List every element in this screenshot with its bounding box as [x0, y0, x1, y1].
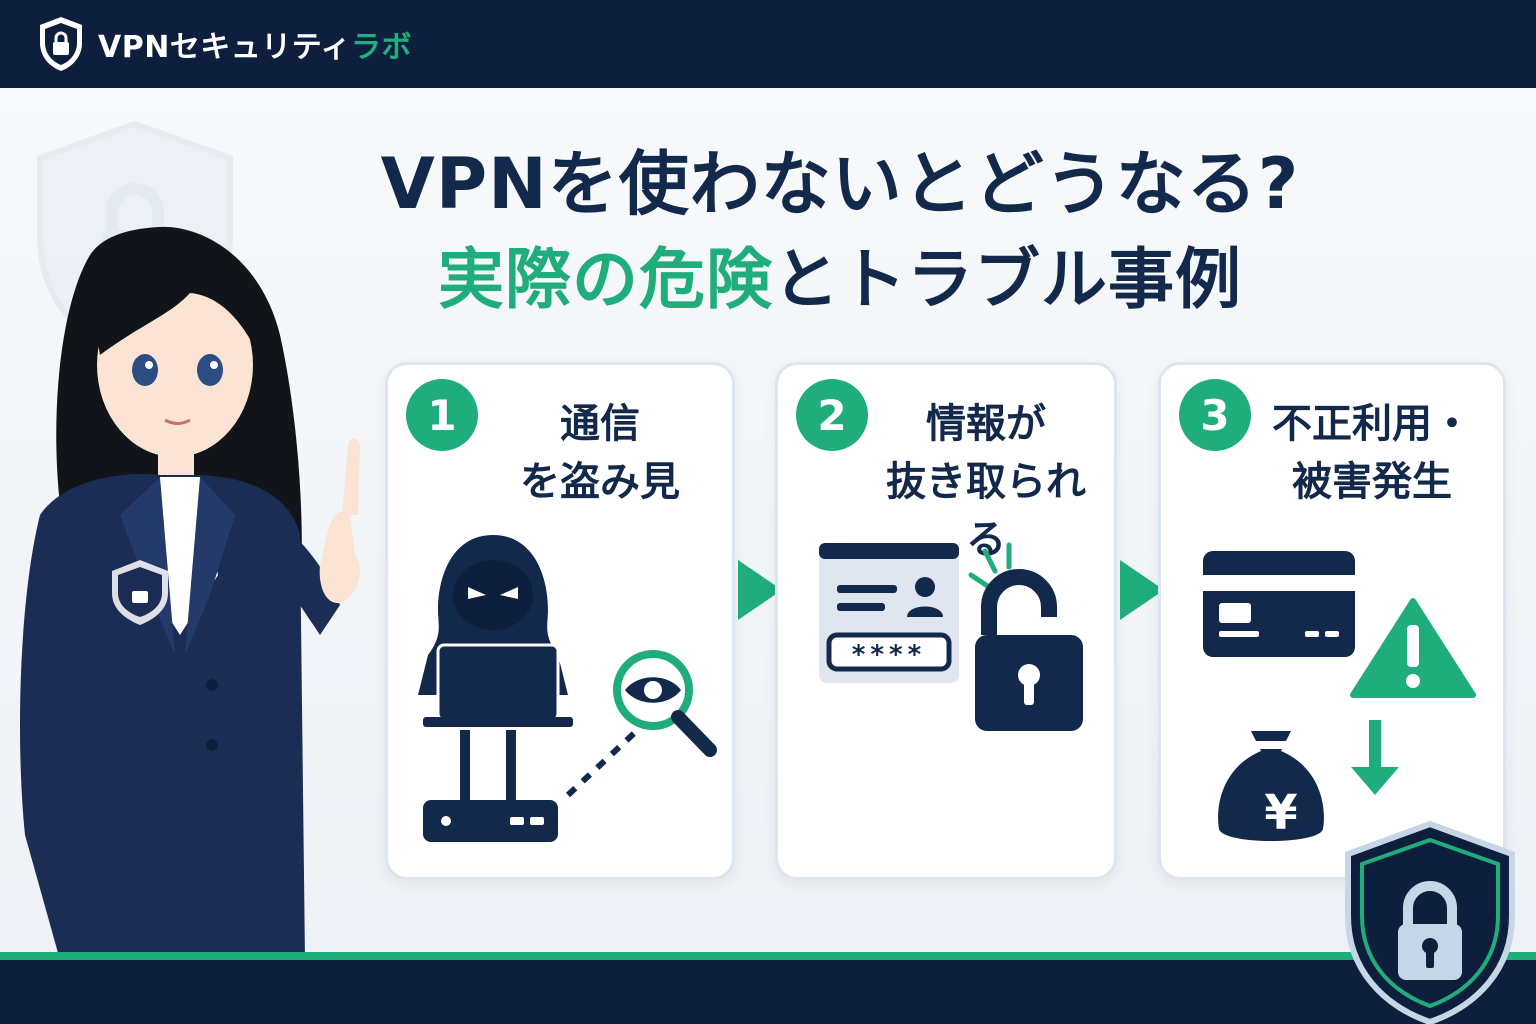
- shield-lock-icon: [40, 17, 82, 71]
- credit-card-warning-money-icon: [1203, 551, 1476, 841]
- arrow-right-icon: [738, 560, 782, 620]
- brand-name-main: VPNセキュリティ: [98, 30, 352, 65]
- password-mask: ****: [851, 640, 927, 670]
- subtitle-rest: とトラブル事例: [773, 241, 1242, 318]
- risk-card-label: 不正利用・ 被害発生: [1272, 401, 1472, 505]
- page-title: VPNを使わないとどうなる?: [380, 143, 1300, 225]
- page-subtitle: 実際の危険とトラブル事例: [250, 226, 1430, 322]
- arrow-right-icon: [1120, 560, 1164, 620]
- step-number-badge: 3: [1179, 379, 1251, 451]
- step-number-badge: 1: [406, 379, 478, 451]
- shield-lock-icon: [1345, 820, 1515, 1024]
- risk-card-2: 2 情報が 抜き取られる ****: [775, 362, 1117, 880]
- step-number-badge: 2: [796, 379, 868, 451]
- risk-card-3: 3 不正利用・ 被害発生 ¥: [1158, 362, 1506, 880]
- header-bar: VPNセキュリティラボ: [0, 0, 1536, 88]
- brand-name-accent: ラボ: [351, 30, 413, 65]
- footer-accent-line: [0, 952, 1536, 960]
- brand-name[interactable]: VPNセキュリティラボ: [98, 22, 412, 66]
- presenter-illustration: [20, 226, 360, 960]
- yen-symbol: ¥: [1264, 785, 1298, 841]
- risk-card-label: 通信 を盗み見: [520, 401, 680, 505]
- hacker-router-eye-icon: [418, 535, 717, 842]
- id-card-unlock-icon: [819, 542, 1083, 731]
- footer-bar: [0, 960, 1536, 1024]
- subtitle-accent: 実際の危険: [438, 241, 773, 318]
- risk-card-1: 1 通信 を盗み見: [385, 362, 735, 880]
